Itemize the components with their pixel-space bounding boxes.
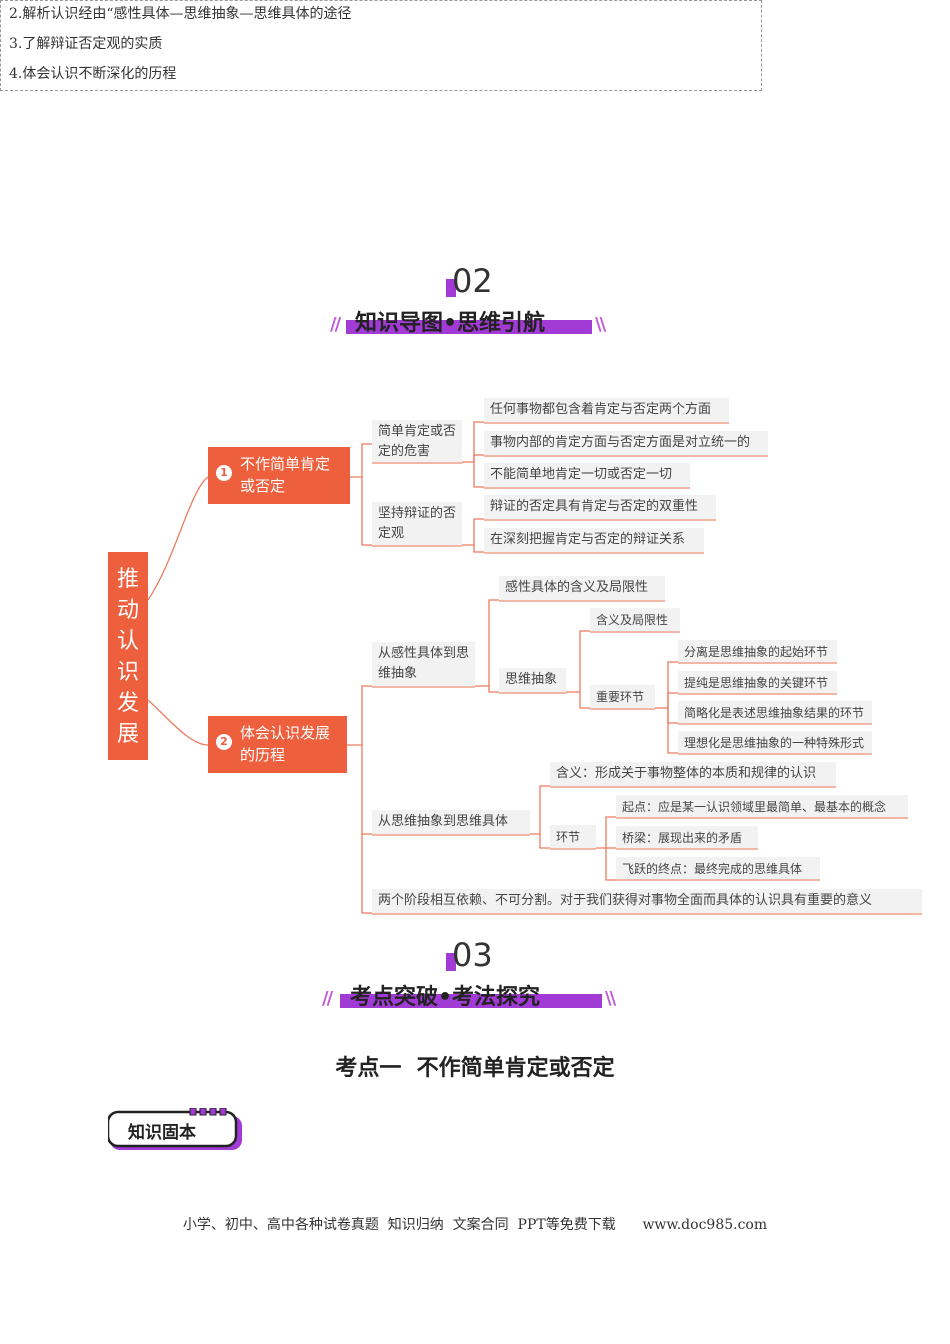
objective-line: 3.了解辩证否定观的实质 xyxy=(9,36,163,52)
mindmap-node: 含义及局限性 xyxy=(590,608,680,633)
mindmap-root: 推动认识发展 xyxy=(108,552,148,760)
section-title-banner xyxy=(340,994,602,1008)
mindmap-node: 起点：应是某一认识领域里最简单、最基本的概念 xyxy=(616,795,908,819)
knowledge-badge: 知识固本 xyxy=(108,1108,244,1152)
mindmap-node: 在深刻把握肯定与否定的辩证关系 xyxy=(484,528,704,554)
mindmap-node: 简略化是表述思维抽象结果的环节 xyxy=(678,701,872,725)
mindmap-branch-2: 2 体会认识发展的历程 xyxy=(208,716,347,773)
badge-frame xyxy=(108,1108,242,1150)
objective-line: 4.体会认识不断深化的历程 xyxy=(9,66,177,82)
section-title: 考点突破•考法探究 xyxy=(350,985,541,1010)
section-number: 03 xyxy=(452,936,493,974)
mindmap-node: 辩证的否定具有肯定与否定的双重性 xyxy=(484,495,716,521)
mindmap-node: 飞跃的终点：最终完成的思维具体 xyxy=(616,857,820,881)
section-number: 02 xyxy=(452,262,493,300)
mindmap-branch-1: 1 不作简单肯定或否定 xyxy=(208,447,350,504)
mindmap-node: 环节 xyxy=(550,825,596,850)
branch-label: 体会认识发展的历程 xyxy=(240,724,331,764)
mindmap-node: 事物内部的肯定方面与否定方面是对立统一的 xyxy=(484,431,768,457)
mindmap-node: 提纯是思维抽象的关键环节 xyxy=(678,671,837,695)
right-slash-decoration: \\ xyxy=(605,988,616,1009)
mindmap-node: 含义：形成关于事物整体的本质和规律的认识 xyxy=(550,762,836,788)
objectives-box: 2.解析认识经由“感性具体—思维抽象—思维具体的途径 3.了解辩证否定观的实质 … xyxy=(0,0,762,91)
section-number-accent xyxy=(446,279,456,297)
objective-line: 2.解析认识经由“感性具体—思维抽象—思维具体的途径 xyxy=(9,6,352,22)
mindmap-node: 从思维抽象到思维具体 xyxy=(372,810,530,836)
left-slash-decoration: // xyxy=(330,314,341,335)
mindmap-node: 理想化是思维抽象的一种特殊形式 xyxy=(678,731,872,755)
branch-number-badge: 2 xyxy=(216,734,232,750)
mindmap-node: 从感性具体到思维抽象 xyxy=(372,642,475,688)
branch-label: 不作简单肯定或否定 xyxy=(240,455,331,495)
mindmap-node: 两个阶段相互依赖、不可分割。对于我们获得对事物全面而具体的认识具有重要的意义 xyxy=(372,889,922,915)
mindmap-node: 简单肯定或否定的危害 xyxy=(372,420,462,464)
mindmap-node: 桥梁：展现出来的矛盾 xyxy=(616,826,758,850)
mindmap-node: 坚持辩证的否定观 xyxy=(372,502,462,547)
exam-point-title: 考点一 不作简单肯定或否定 xyxy=(335,1056,615,1081)
mindmap-node: 思维抽象 xyxy=(499,668,566,694)
mindmap-node: 不能简单地肯定一切或否定一切 xyxy=(484,463,690,489)
section-title: 知识导图•思维引航 xyxy=(355,311,546,336)
badge-label: 知识固本 xyxy=(128,1123,196,1143)
left-slash-decoration: // xyxy=(322,988,333,1009)
right-slash-decoration: \\ xyxy=(595,314,606,335)
mindmap-node: 分离是思维抽象的起始环节 xyxy=(678,640,837,664)
section-title-banner xyxy=(346,320,592,334)
branch-number-badge: 1 xyxy=(216,465,232,481)
mindmap-node: 感性具体的含义及局限性 xyxy=(499,576,665,602)
footer-text: 小学、初中、高中各种试卷真题 知识归纳 文案合同 PPT等免费下载 www.do… xyxy=(182,1217,768,1233)
section-number-accent xyxy=(446,953,456,971)
mindmap-node: 任何事物都包含着肯定与否定两个方面 xyxy=(484,398,729,424)
mindmap-node: 重要环节 xyxy=(590,685,655,710)
